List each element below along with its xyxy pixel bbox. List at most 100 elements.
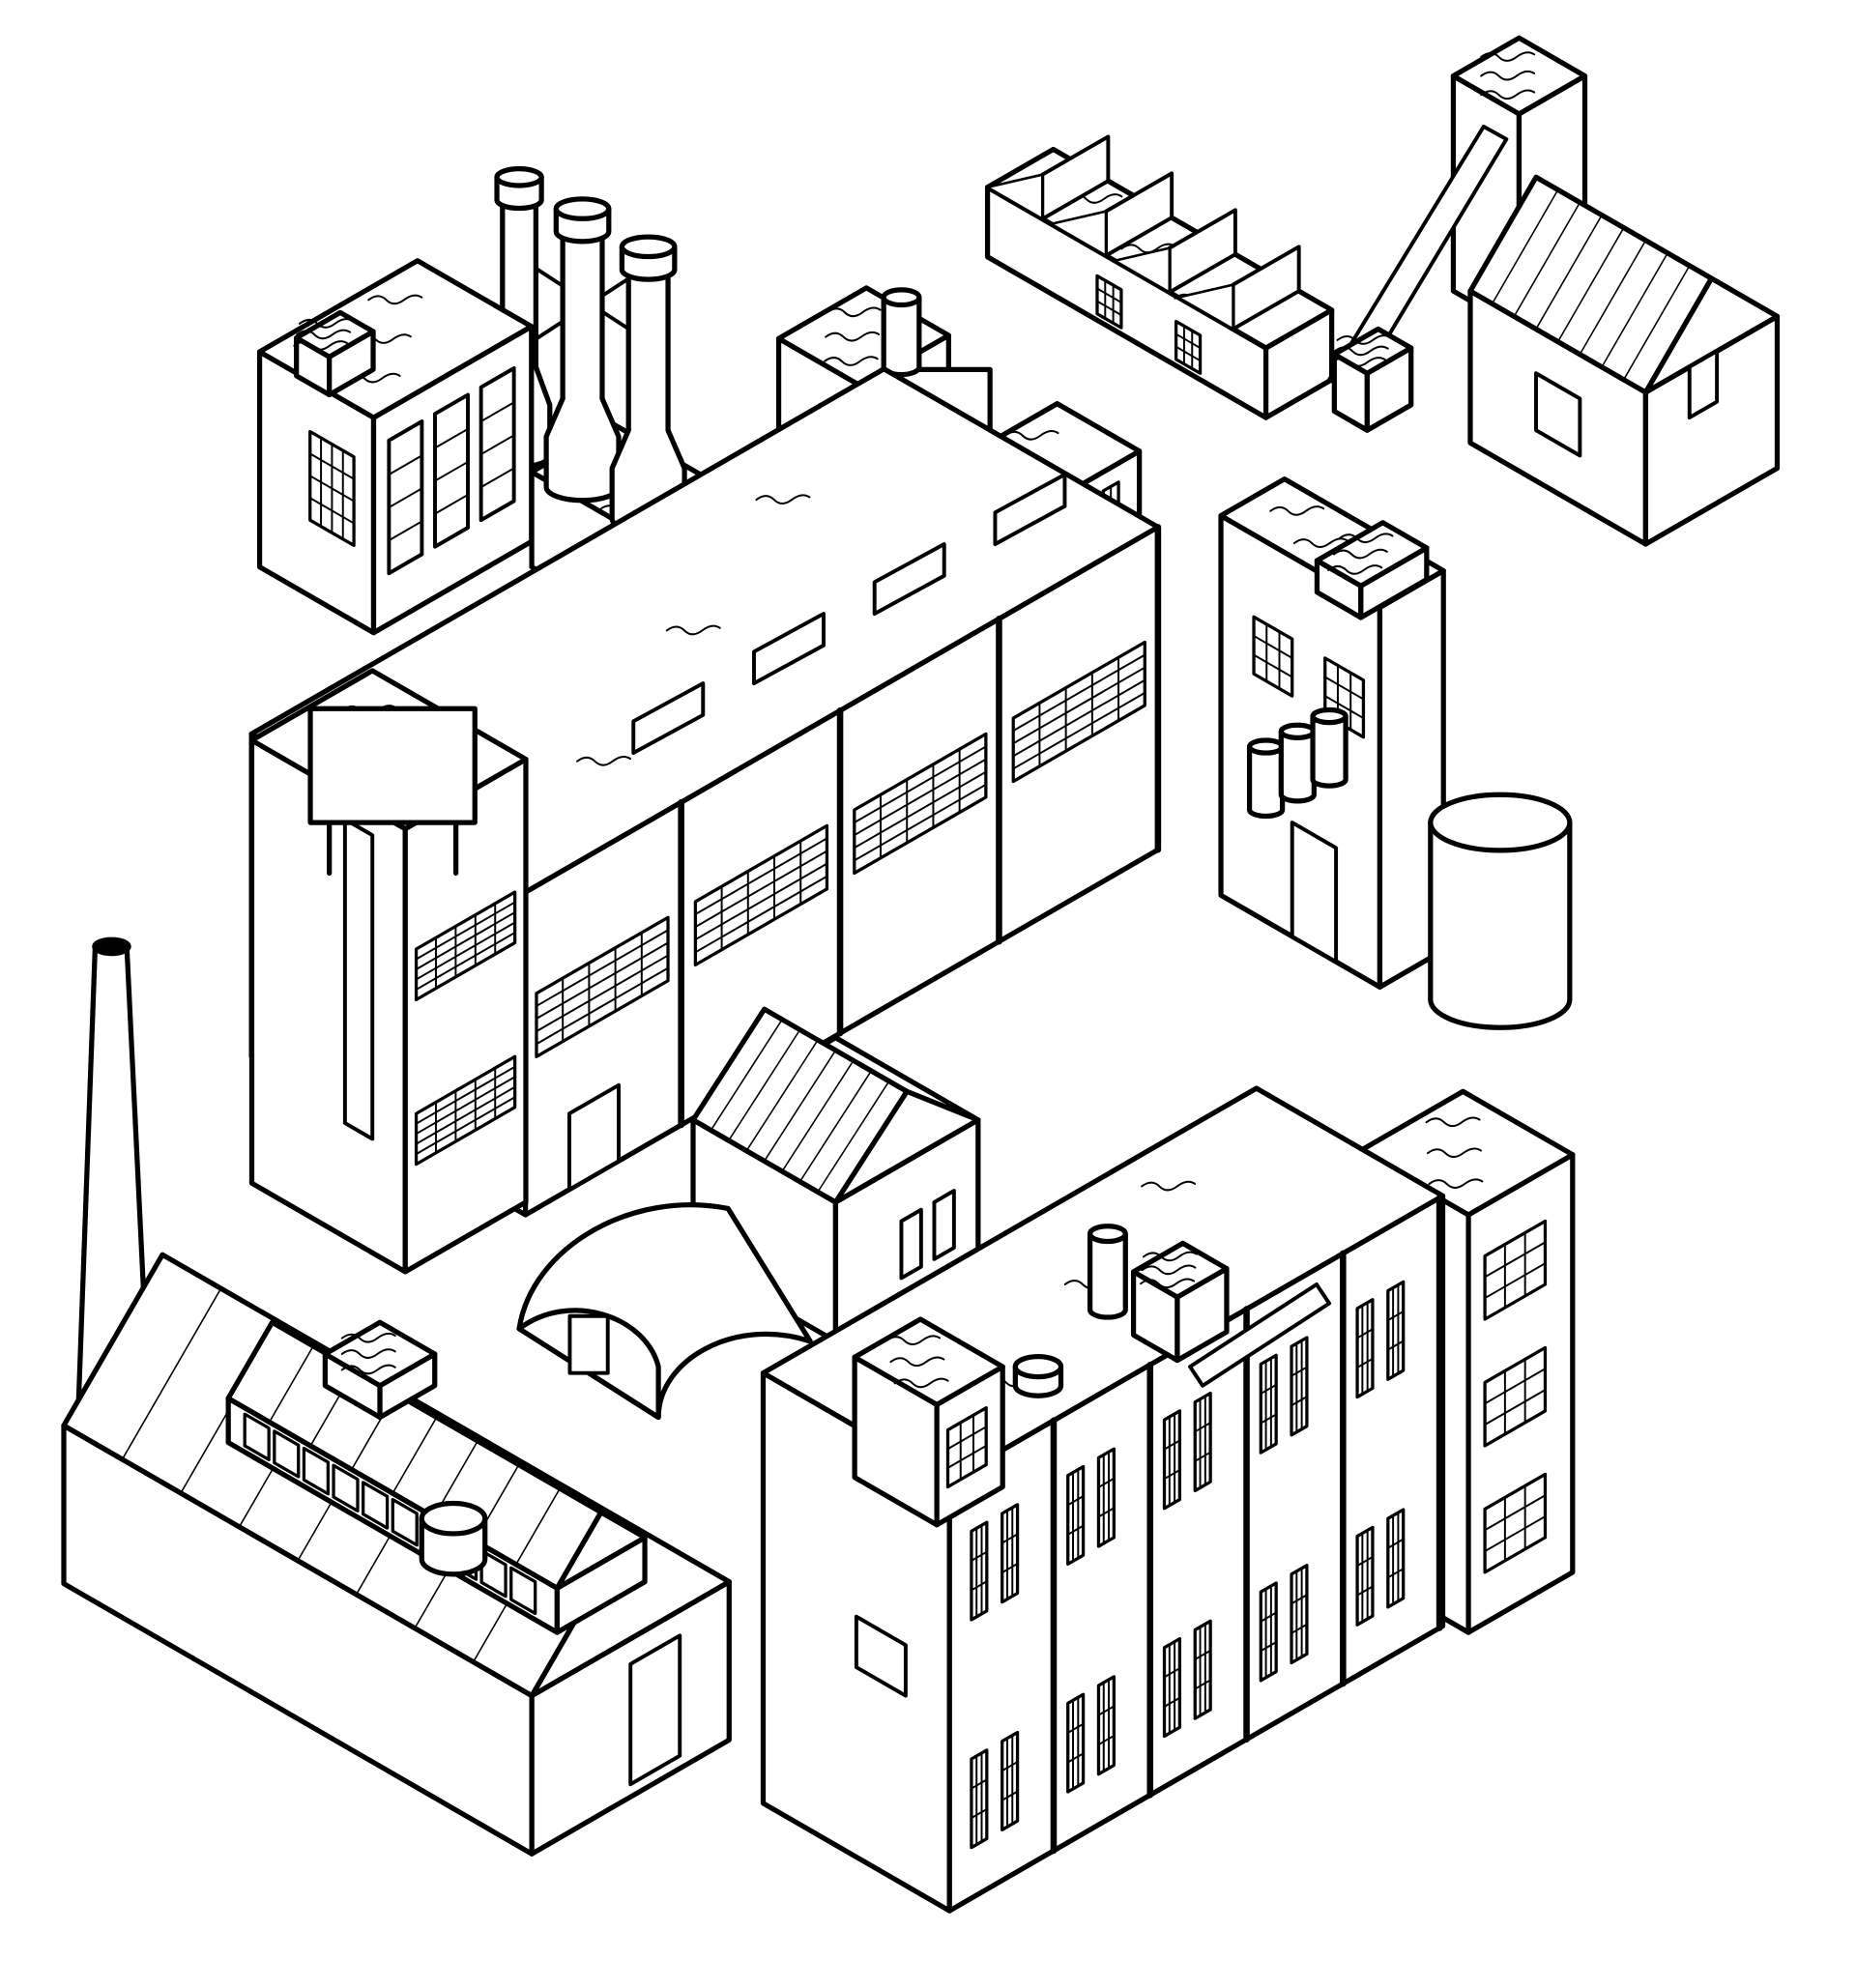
window-mullion [1356, 1585, 1374, 1597]
silo-top [1310, 706, 1348, 726]
window-mullion [1066, 1722, 1085, 1734]
fire-escape [342, 817, 375, 1141]
roof-grime [340, 1348, 396, 1359]
roof-grime [885, 1335, 942, 1346]
window [970, 1748, 989, 1850]
window [1011, 640, 1146, 784]
window-mullion [415, 1065, 516, 1125]
roof-hatch [781, 1059, 855, 1172]
water-tank-body [881, 295, 922, 378]
window-mullion [1095, 300, 1122, 317]
window-mullion [970, 1807, 988, 1820]
window-mullion [1163, 1667, 1181, 1679]
window-mullion [434, 427, 469, 449]
window [1355, 1525, 1375, 1627]
billboard [307, 706, 478, 825]
window-mullion [694, 875, 828, 954]
roof-grime [298, 318, 354, 329]
roof-grime [755, 494, 811, 504]
roof-grime [1480, 70, 1536, 81]
window-mullion [1290, 1594, 1308, 1605]
window-mullion [388, 487, 423, 509]
rollup-door [1290, 821, 1339, 965]
roof-hatch [710, 1019, 783, 1132]
roof-grime [1428, 1178, 1484, 1189]
roof-grime [1336, 334, 1392, 345]
window-mullion [1174, 345, 1202, 362]
window-mullion [1097, 1477, 1116, 1488]
roof-hatch [798, 1070, 873, 1183]
window [509, 1566, 537, 1616]
air-conditioner [854, 1614, 908, 1698]
roof-grime [1338, 533, 1394, 544]
silo-top [1246, 737, 1286, 756]
window-mullion [308, 475, 356, 503]
roof-grime [1333, 345, 1389, 357]
smokestack-base [543, 395, 622, 504]
roof-grime [1480, 89, 1536, 101]
roof-hatch [763, 1049, 837, 1163]
chimney-opening [92, 936, 131, 957]
sawtooth-roof-slope [1113, 246, 1172, 294]
conveyor-hopper-roof [1331, 326, 1414, 376]
window-mullion [1097, 1507, 1116, 1518]
quonset-and-cottage [516, 1006, 981, 1421]
window-mullion [1356, 1555, 1374, 1568]
window-mullion [1290, 1366, 1308, 1377]
roof-grime [1141, 1264, 1197, 1276]
window-mullion [1066, 1752, 1085, 1764]
window [1355, 1298, 1375, 1399]
window [1096, 1675, 1116, 1776]
roof-grime [1141, 1180, 1197, 1192]
window-mullion [1194, 1679, 1212, 1690]
silo-body [1278, 729, 1317, 804]
warehouse [248, 366, 1162, 1275]
storage-tank-top [1428, 792, 1573, 853]
roof-hatch [1579, 239, 1647, 356]
roof-grime [1426, 1147, 1482, 1159]
power-house [256, 166, 731, 636]
window-mullion [1000, 1562, 1019, 1574]
roof-grime [1140, 1278, 1196, 1289]
roof-hatch [817, 1080, 890, 1194]
roof-grime [1269, 505, 1325, 516]
roof-vent [872, 542, 946, 617]
roof-grime [340, 1364, 396, 1375]
roof-grime [893, 1377, 949, 1389]
window [273, 1429, 301, 1479]
window-mullion [1323, 676, 1365, 701]
roof-grime [296, 329, 352, 340]
roof-hatch [1556, 226, 1625, 343]
mill-building [760, 1085, 1576, 1914]
roof-grime [1332, 548, 1388, 560]
window-mullion [1484, 1368, 1547, 1405]
rooftop-duct [1188, 1282, 1332, 1388]
window-mullion [853, 758, 987, 837]
roof-hatch [745, 1039, 819, 1152]
sawtooth-roof-slope [986, 173, 1044, 220]
window-mullion [1356, 1357, 1374, 1369]
window-mullion [1253, 653, 1293, 678]
roof-hatch [268, 1345, 314, 1424]
window-mullion [1194, 1451, 1212, 1462]
window-mullion [1012, 678, 1146, 758]
warehouse-tower-right-wall [402, 756, 529, 1275]
window [362, 1481, 390, 1530]
window-mullion [1012, 666, 1146, 745]
window [1259, 1353, 1278, 1455]
roof-vent [631, 681, 706, 756]
water-tank-top [881, 287, 922, 308]
window-mullion [1260, 1413, 1278, 1425]
roof-grime [889, 1356, 945, 1368]
cyclone-separator-body [1087, 1231, 1128, 1320]
rooftop-stair-house-roof [852, 1316, 1005, 1408]
roof-vent [752, 612, 826, 686]
roof-grime [367, 294, 423, 305]
sawtooth-roof-slope [1176, 283, 1234, 331]
window-mullion [1484, 1389, 1547, 1426]
window-mullion [388, 520, 423, 542]
window [332, 1463, 360, 1513]
window-mullion [415, 1085, 516, 1145]
roof-grime [1142, 1251, 1198, 1262]
